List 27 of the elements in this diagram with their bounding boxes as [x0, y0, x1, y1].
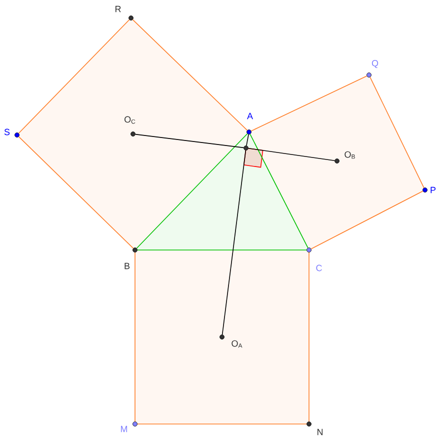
point-label: O$_{C}$: [124, 116, 136, 124]
point-label: B: [124, 262, 130, 270]
point: [244, 146, 248, 150]
point-label: C: [316, 264, 322, 272]
point-label: O$_{B}$: [344, 151, 355, 159]
point-label: O$_{A}$: [232, 340, 242, 348]
line-segment: [135, 134, 244, 148]
point-label: M: [121, 426, 128, 432]
line-segment: [134, 252, 136, 422]
line-segment: [310, 190, 424, 250]
line-segment: [250, 134, 308, 248]
line-segment: [222, 150, 246, 335]
line-segment: [18, 136, 134, 249]
point-label: R: [116, 6, 121, 12]
line-segment: [246, 134, 249, 146]
point-label: Q: [372, 60, 378, 68]
point-label: A: [247, 112, 253, 120]
point-label: N: [318, 428, 323, 436]
line-segment: [136, 133, 248, 249]
line-segment: [132, 19, 248, 131]
line-segment: [248, 148, 335, 162]
point-label: S: [4, 128, 10, 136]
line-segment: [308, 252, 310, 422]
line-segment: [18, 19, 130, 134]
line-segment: [250, 76, 368, 132]
point-label: P: [430, 186, 436, 194]
line-segment: [370, 76, 424, 188]
